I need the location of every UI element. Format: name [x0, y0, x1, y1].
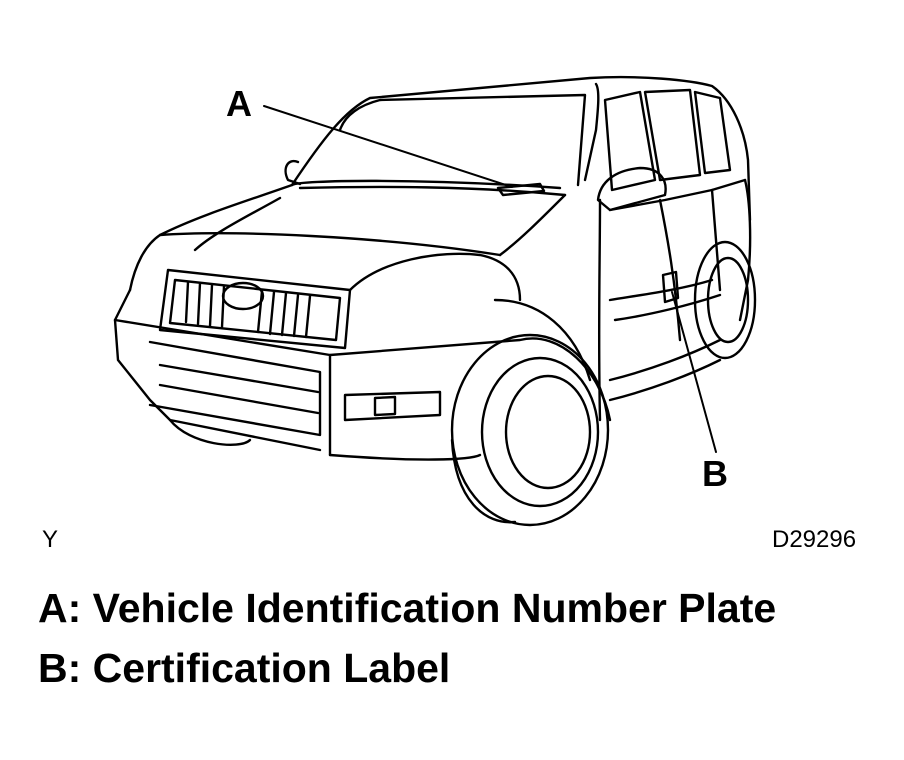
- legend-item-b: B: Certification Label: [38, 645, 451, 691]
- front-wheel: [450, 333, 610, 527]
- figure-id-label: D29296: [772, 526, 857, 553]
- legend-item-a: A: Vehicle Identification Number Plate: [38, 585, 777, 631]
- leader-line-a: [263, 105, 513, 188]
- callout-label-b: B: [702, 453, 728, 494]
- suv-line-drawing: [113, 75, 757, 527]
- callout-label-a: A: [226, 83, 252, 124]
- vin-plate-marker: [496, 182, 546, 197]
- leader-line-b: [671, 291, 717, 453]
- vehicle-body: [113, 75, 752, 461]
- rear-wheel: [693, 240, 757, 360]
- tire-tread-edge: [450, 438, 517, 524]
- side-code-label: Y: [42, 526, 59, 553]
- certification-label-marker: [661, 270, 680, 304]
